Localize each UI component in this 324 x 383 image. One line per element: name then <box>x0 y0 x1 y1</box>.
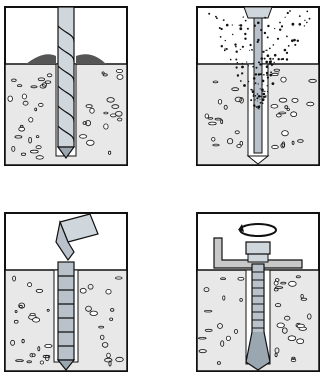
drill-hole-illustration <box>4 6 128 166</box>
hammer-in-anchor-panel <box>4 212 128 372</box>
blow-out-hole-panel <box>196 6 320 166</box>
drill-hole-panel <box>4 6 128 166</box>
expansion-anchor <box>58 262 74 370</box>
hammer-in-illustration <box>4 212 128 372</box>
blow-out-illustration <box>196 6 320 166</box>
tighten-bolt-panel <box>196 212 320 372</box>
tighten-bolt-illustration <box>196 212 320 372</box>
drill-bit <box>58 7 74 158</box>
hex-nut <box>246 242 270 254</box>
